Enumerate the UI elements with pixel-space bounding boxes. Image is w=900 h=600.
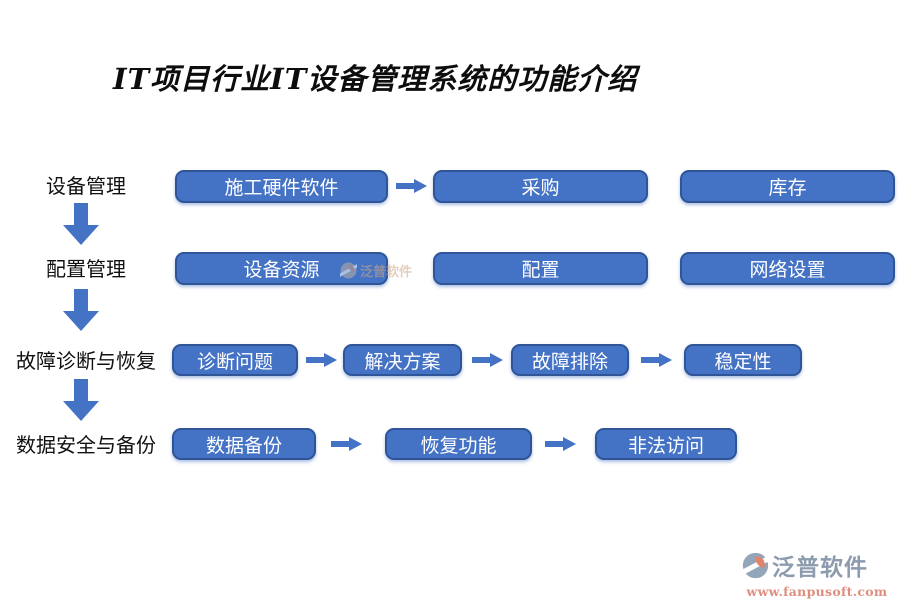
brand-url: www.fanpusoft.com xyxy=(746,584,888,599)
arrow-right-icon xyxy=(545,437,576,451)
arrow-right-icon xyxy=(331,437,362,451)
box-equipment-resources: 设备资源 xyxy=(175,252,388,285)
arrow-right-icon xyxy=(641,353,672,367)
box-procurement: 采购 xyxy=(433,170,648,203)
box-network-settings: 网络设置 xyxy=(680,252,895,285)
label-equipment-management: 设备管理 xyxy=(46,174,126,198)
box-diagnose-problem: 诊断问题 xyxy=(172,344,298,376)
label-fault-diagnosis-recovery: 故障诊断与恢复 xyxy=(16,349,156,373)
box-troubleshooting: 故障排除 xyxy=(511,344,629,376)
box-data-backup: 数据备份 xyxy=(172,428,316,460)
box-illegal-access: 非法访问 xyxy=(595,428,737,460)
arrow-right-icon xyxy=(396,179,427,193)
arrow-right-icon xyxy=(306,353,337,367)
arrow-down-icon xyxy=(63,379,99,421)
fanpu-logo-icon xyxy=(742,552,769,578)
page-title: IT项目行业IT设备管理系统的功能介绍 xyxy=(113,62,638,96)
box-solution: 解决方案 xyxy=(343,344,462,376)
box-construction-hardware-software: 施工硬件软件 xyxy=(175,170,388,203)
arrow-right-icon xyxy=(472,353,503,367)
arrow-down-icon xyxy=(63,289,99,331)
brand-name: 泛普软件 xyxy=(772,554,868,581)
box-inventory: 库存 xyxy=(680,170,895,203)
brand-footer: 泛普软件 www.fanpusoft.com xyxy=(742,548,892,599)
label-data-security-backup: 数据安全与备份 xyxy=(16,433,156,457)
box-stability: 稳定性 xyxy=(684,344,802,376)
label-configuration-management: 配置管理 xyxy=(46,257,126,281)
arrow-down-icon xyxy=(63,203,99,245)
box-configuration: 配置 xyxy=(433,252,648,285)
box-recovery-function: 恢复功能 xyxy=(385,428,532,460)
